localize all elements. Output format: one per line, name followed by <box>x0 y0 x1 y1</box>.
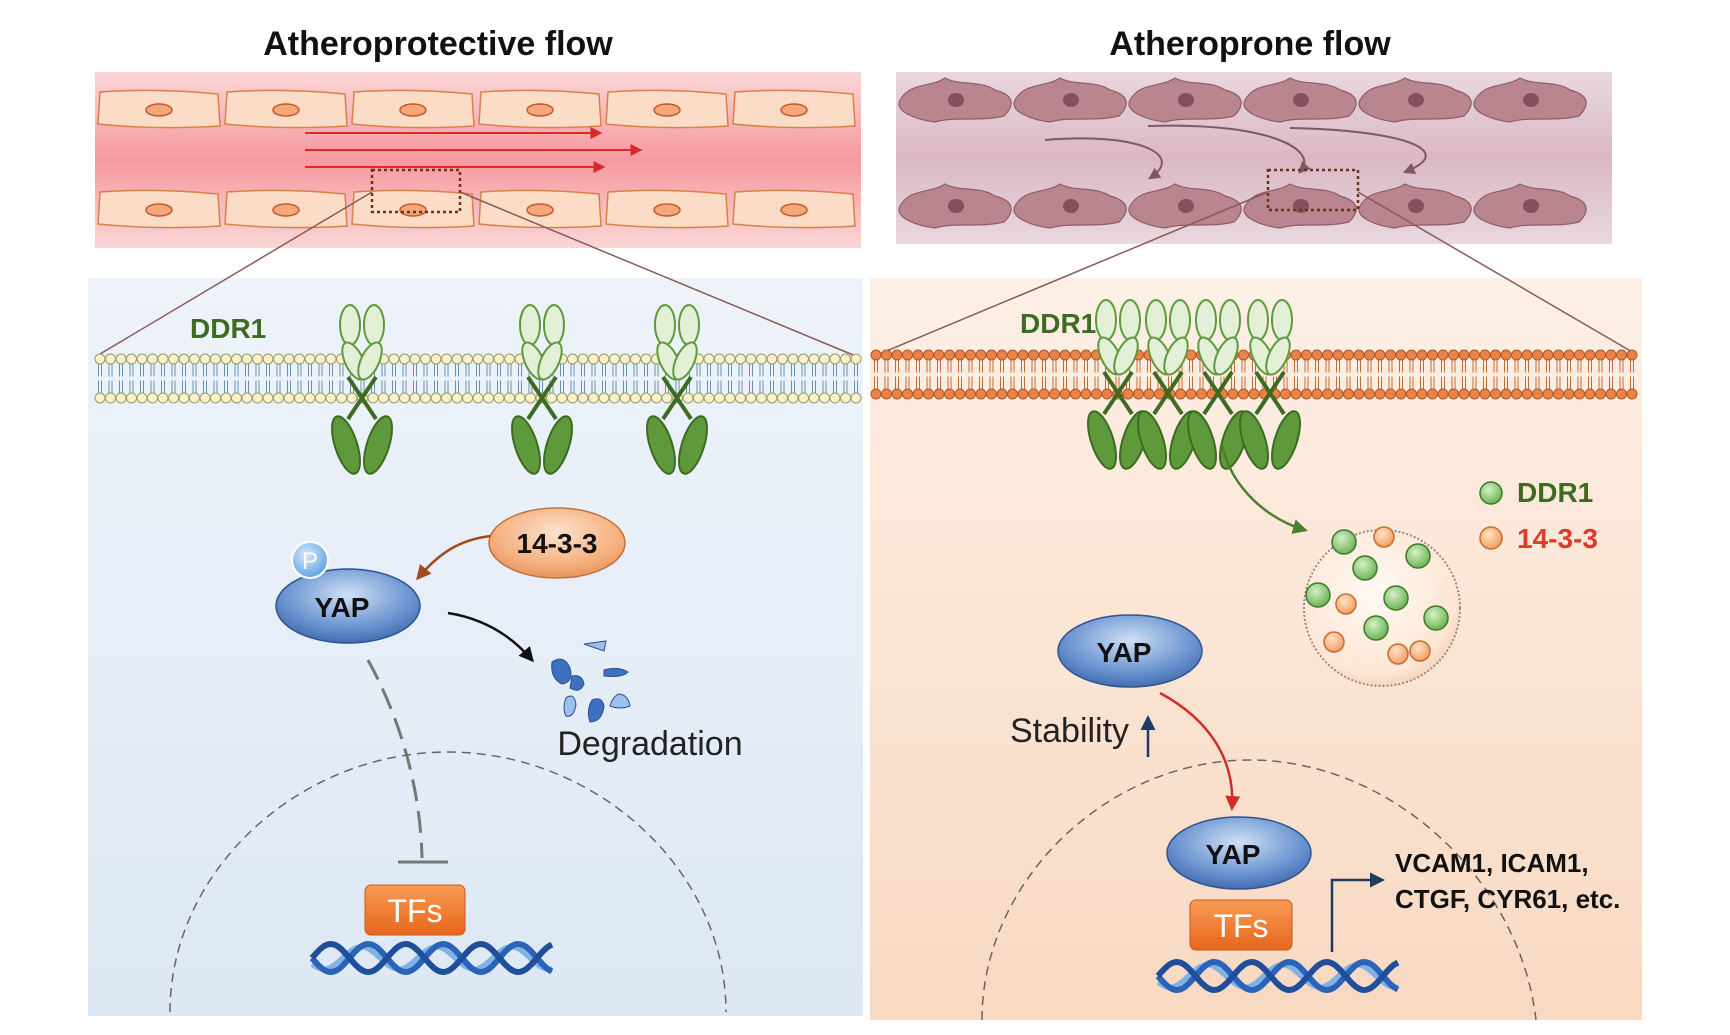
cell-nucleus <box>1408 93 1424 107</box>
target-genes-line2: CTGF, CYR61, etc. <box>1395 884 1620 914</box>
ddr1-particle <box>1305 582 1331 608</box>
nuclear-translocation-arrow <box>1159 691 1241 811</box>
adaptor-particle <box>1387 643 1409 665</box>
right-cell-panel <box>870 278 1642 1020</box>
ddr1-receptor <box>1137 299 1199 470</box>
adaptor-14-3-3-node <box>488 507 626 579</box>
ddr1-receptor <box>331 304 393 475</box>
dna-helix-left <box>309 940 554 976</box>
cell-nucleus <box>145 103 173 117</box>
target-genes-line1: VCAM1, ICAM1, <box>1395 848 1589 878</box>
ddr1-label-right: DDR1 <box>1020 308 1096 339</box>
ddr1-particle <box>1352 555 1378 581</box>
zoom-box-right <box>1266 168 1360 212</box>
cell-nucleus <box>272 103 300 117</box>
ddr1-particle <box>1423 605 1449 631</box>
yap-label-cytoplasm: YAP <box>1096 637 1151 668</box>
cell-nucleus <box>653 103 681 117</box>
cell-nucleus <box>1523 199 1539 213</box>
zoom-lines <box>94 191 1635 358</box>
cell-nucleus <box>948 199 964 213</box>
dysfunctional-cells-bottom <box>898 183 1587 229</box>
degradation-fragments <box>551 640 631 723</box>
ddr1-receptors-left <box>331 304 708 475</box>
left-panel-title: Atheroprotective flow <box>263 25 613 63</box>
degradation-label: Degradation <box>557 725 742 763</box>
ddr1-particle <box>1405 543 1431 569</box>
dysfunctional-cells-top <box>898 77 1587 123</box>
ddr1-receptor <box>646 304 708 475</box>
ddr1-receptor <box>511 304 573 475</box>
ddr1-particle <box>1383 585 1409 611</box>
cell-nucleus <box>145 203 173 217</box>
cell-nucleus <box>399 103 427 117</box>
cell-nucleus <box>399 203 427 217</box>
ddr1-receptor <box>1239 299 1301 470</box>
nucleus-left <box>169 751 727 1013</box>
cell-nucleus <box>526 103 554 117</box>
adaptor-particle <box>1335 593 1357 615</box>
endothelial-cells-bottom <box>97 189 856 229</box>
legend-1433-label: 14-3-3 <box>1517 523 1598 554</box>
right-panel-title: Atheroprone flow <box>1109 25 1391 63</box>
degradation-arrow <box>447 611 534 663</box>
laminar-flow-arrows <box>305 127 643 173</box>
yap-node-nucleus <box>1166 816 1312 890</box>
dna-helix-right <box>1155 958 1400 994</box>
yap-label-nucleus: YAP <box>1205 839 1260 870</box>
cell-nucleus <box>948 93 964 107</box>
adaptor-particle <box>1373 526 1395 548</box>
cell-nucleus <box>1063 93 1079 107</box>
stability-label: Stability <box>1010 712 1129 750</box>
cell-nucleus <box>1178 93 1194 107</box>
laminar-vessel <box>95 72 861 248</box>
adaptor-particle <box>1409 640 1431 662</box>
legend-1433-swatch <box>1479 526 1503 550</box>
vesicle-contents <box>1305 526 1449 665</box>
left-cell-panel <box>88 278 863 1016</box>
legend-ddr1-swatch <box>1479 481 1503 505</box>
yap-node-left <box>275 568 421 644</box>
cell-nucleus <box>653 203 681 217</box>
inhibition-line <box>366 659 424 859</box>
adaptor-14-3-3-label: 14-3-3 <box>517 528 598 559</box>
tf-label-right: TFs <box>1213 908 1268 944</box>
disturbed-flow-arrows <box>1044 124 1427 180</box>
ddr1-particle <box>1363 615 1389 641</box>
tf-box-left <box>364 884 466 936</box>
phospho-badge <box>291 541 329 579</box>
endothelial-cells-top <box>97 89 856 129</box>
ddr1-receptor <box>1087 299 1149 470</box>
yap-label-left: YAP <box>314 592 369 623</box>
cell-nucleus <box>1063 199 1079 213</box>
binding-arrow <box>416 534 491 581</box>
ddr1-particle <box>1331 529 1357 555</box>
adaptor-particle <box>1323 631 1345 653</box>
zoom-box-left <box>370 168 462 214</box>
phospho-label: P <box>302 548 318 575</box>
legend-ddr1-label: DDR1 <box>1517 477 1593 508</box>
disturbed-vessel <box>896 72 1612 244</box>
cell-nucleus <box>1178 199 1194 213</box>
yap-node-cytoplasm <box>1057 614 1203 688</box>
tf-box-right <box>1189 899 1293 951</box>
transcription-arrow <box>1330 872 1385 952</box>
nucleus-right <box>981 759 1537 1021</box>
internalization-arrow <box>1220 444 1308 534</box>
cell-nucleus <box>780 203 808 217</box>
cell-nucleus <box>526 203 554 217</box>
ddr1-receptor <box>1187 299 1249 470</box>
tf-label-left: TFs <box>387 893 442 929</box>
cell-nucleus <box>272 203 300 217</box>
cell-nucleus <box>1293 93 1309 107</box>
ddr1-label-left: DDR1 <box>190 313 266 344</box>
cell-nucleus <box>780 103 808 117</box>
cell-nucleus <box>1408 199 1424 213</box>
cell-nucleus <box>1523 93 1539 107</box>
ddr1-receptor-cluster-right <box>1087 299 1301 470</box>
